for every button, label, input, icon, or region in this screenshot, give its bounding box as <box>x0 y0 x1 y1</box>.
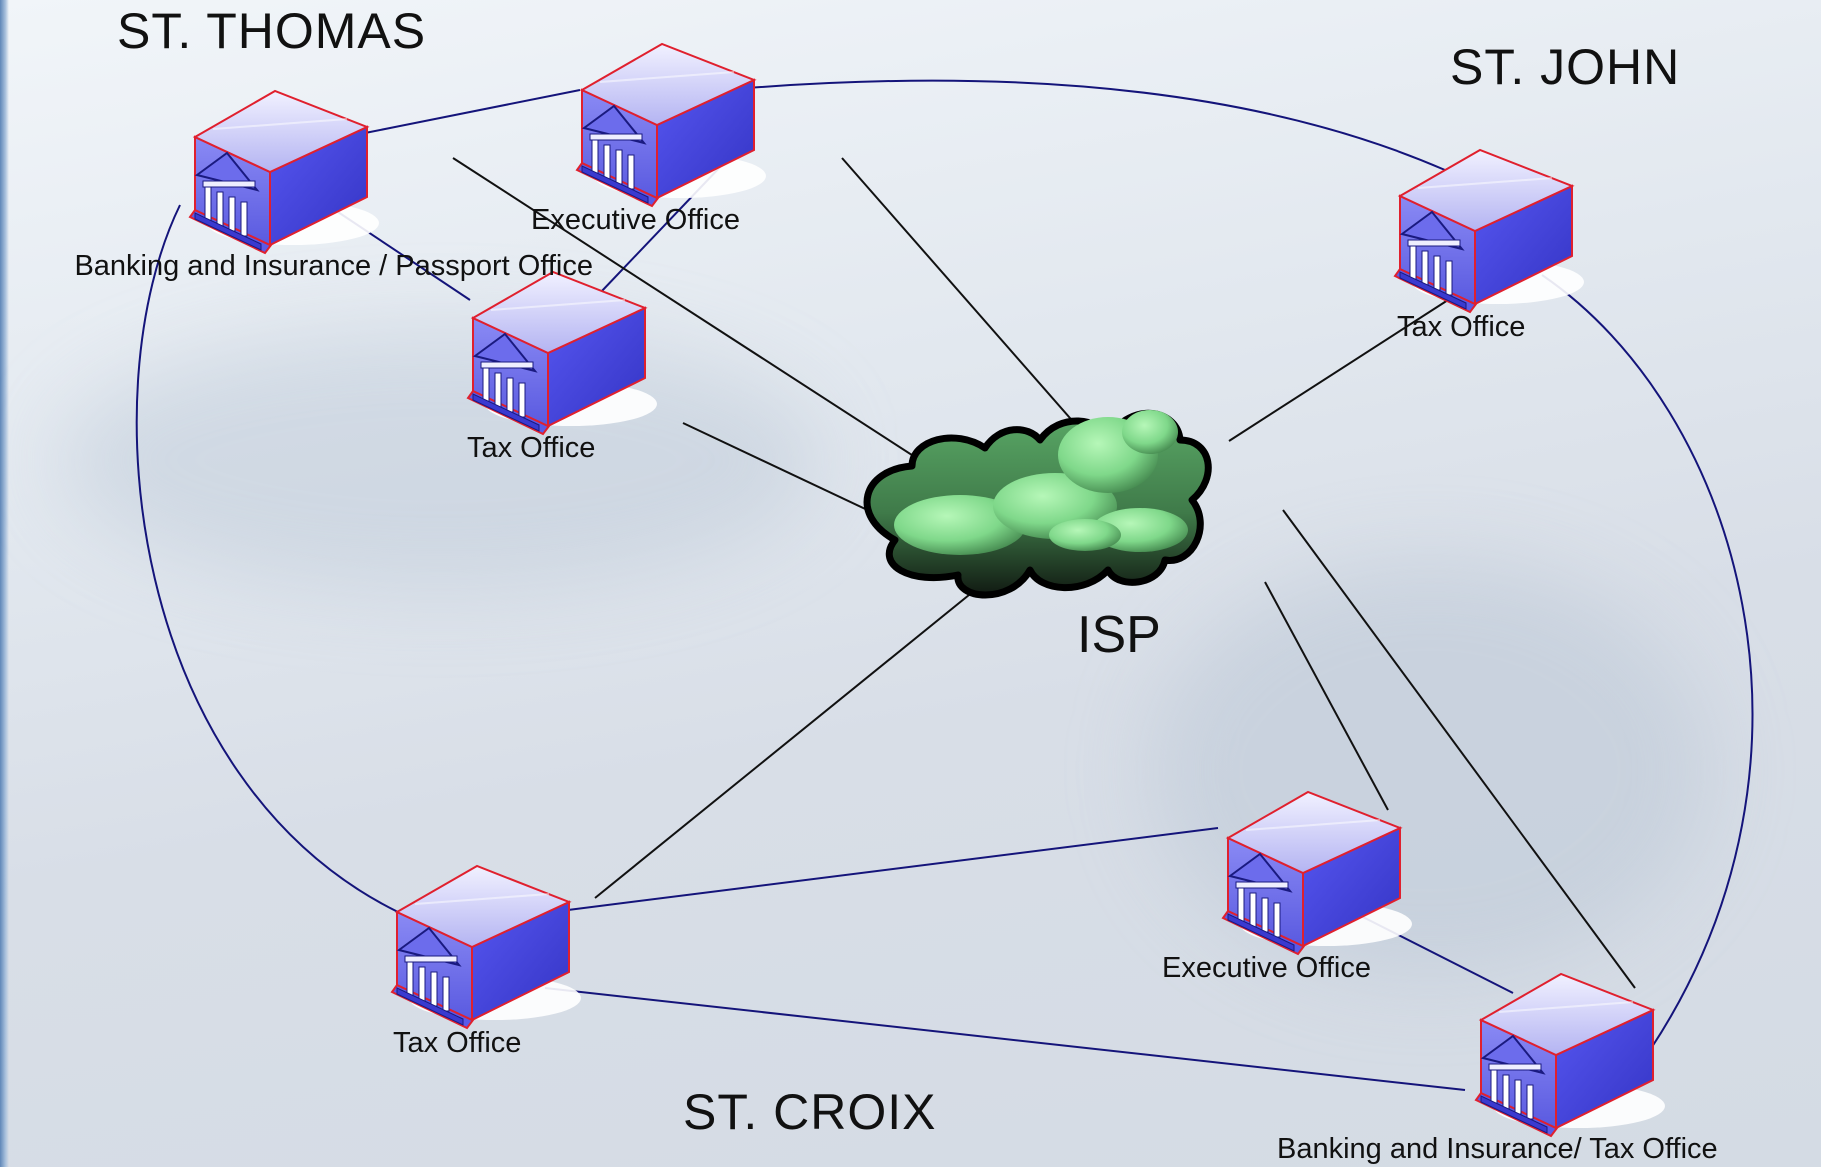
link-croix-tax-croix-executive <box>567 827 1219 911</box>
government-building-icon <box>391 865 582 1029</box>
cloud-icon <box>863 409 1212 599</box>
node-label-croix-executive: Executive Office <box>1162 952 1372 984</box>
slide-left-edge <box>0 0 9 1167</box>
node-label-thomas-executive: Executive Office <box>531 204 741 236</box>
region-label-st-john: ST. JOHN <box>1450 39 1681 95</box>
node-label-croix-tax: Tax Office <box>393 1027 522 1059</box>
link-thomas-banking-croix-tax <box>135 204 399 913</box>
region-label-st-croix: ST. CROIX <box>683 1084 937 1140</box>
government-building-icon <box>467 271 658 435</box>
link-thomas-executive-john-tax <box>747 79 1446 171</box>
inter-office-links <box>135 79 1754 1091</box>
isp-link-thomas-executive <box>841 157 1106 459</box>
government-building-icon <box>189 90 380 254</box>
link-croix-tax-croix-banking <box>544 987 1466 1091</box>
government-building-icon <box>1475 973 1666 1137</box>
node-label-thomas-tax: Tax Office <box>467 432 596 464</box>
government-building-icon <box>576 43 767 207</box>
isp-link-croix-executive <box>1264 581 1389 811</box>
isp-link-john-tax <box>1228 299 1449 442</box>
node-label-thomas-banking: Banking and Insurance / Passport Office <box>74 250 593 282</box>
government-building-icon <box>1222 791 1413 955</box>
link-thomas-banking-thomas-executive <box>364 89 581 134</box>
region-label-st-thomas: ST. THOMAS <box>117 3 427 59</box>
isp-link-croix-tax <box>594 581 986 899</box>
government-building-icon <box>1394 149 1585 313</box>
isp-label: ISP <box>1077 606 1161 664</box>
node-label-john-tax: Tax Office <box>1397 311 1526 343</box>
background-haze <box>60 330 820 590</box>
isp-link-thomas-banking <box>452 157 1001 513</box>
link-john-tax-croix-banking <box>1541 274 1754 1051</box>
isp-link-croix-banking <box>1282 509 1636 989</box>
node-label-croix-banking: Banking and Insurance/ Tax Office <box>1277 1133 1718 1165</box>
